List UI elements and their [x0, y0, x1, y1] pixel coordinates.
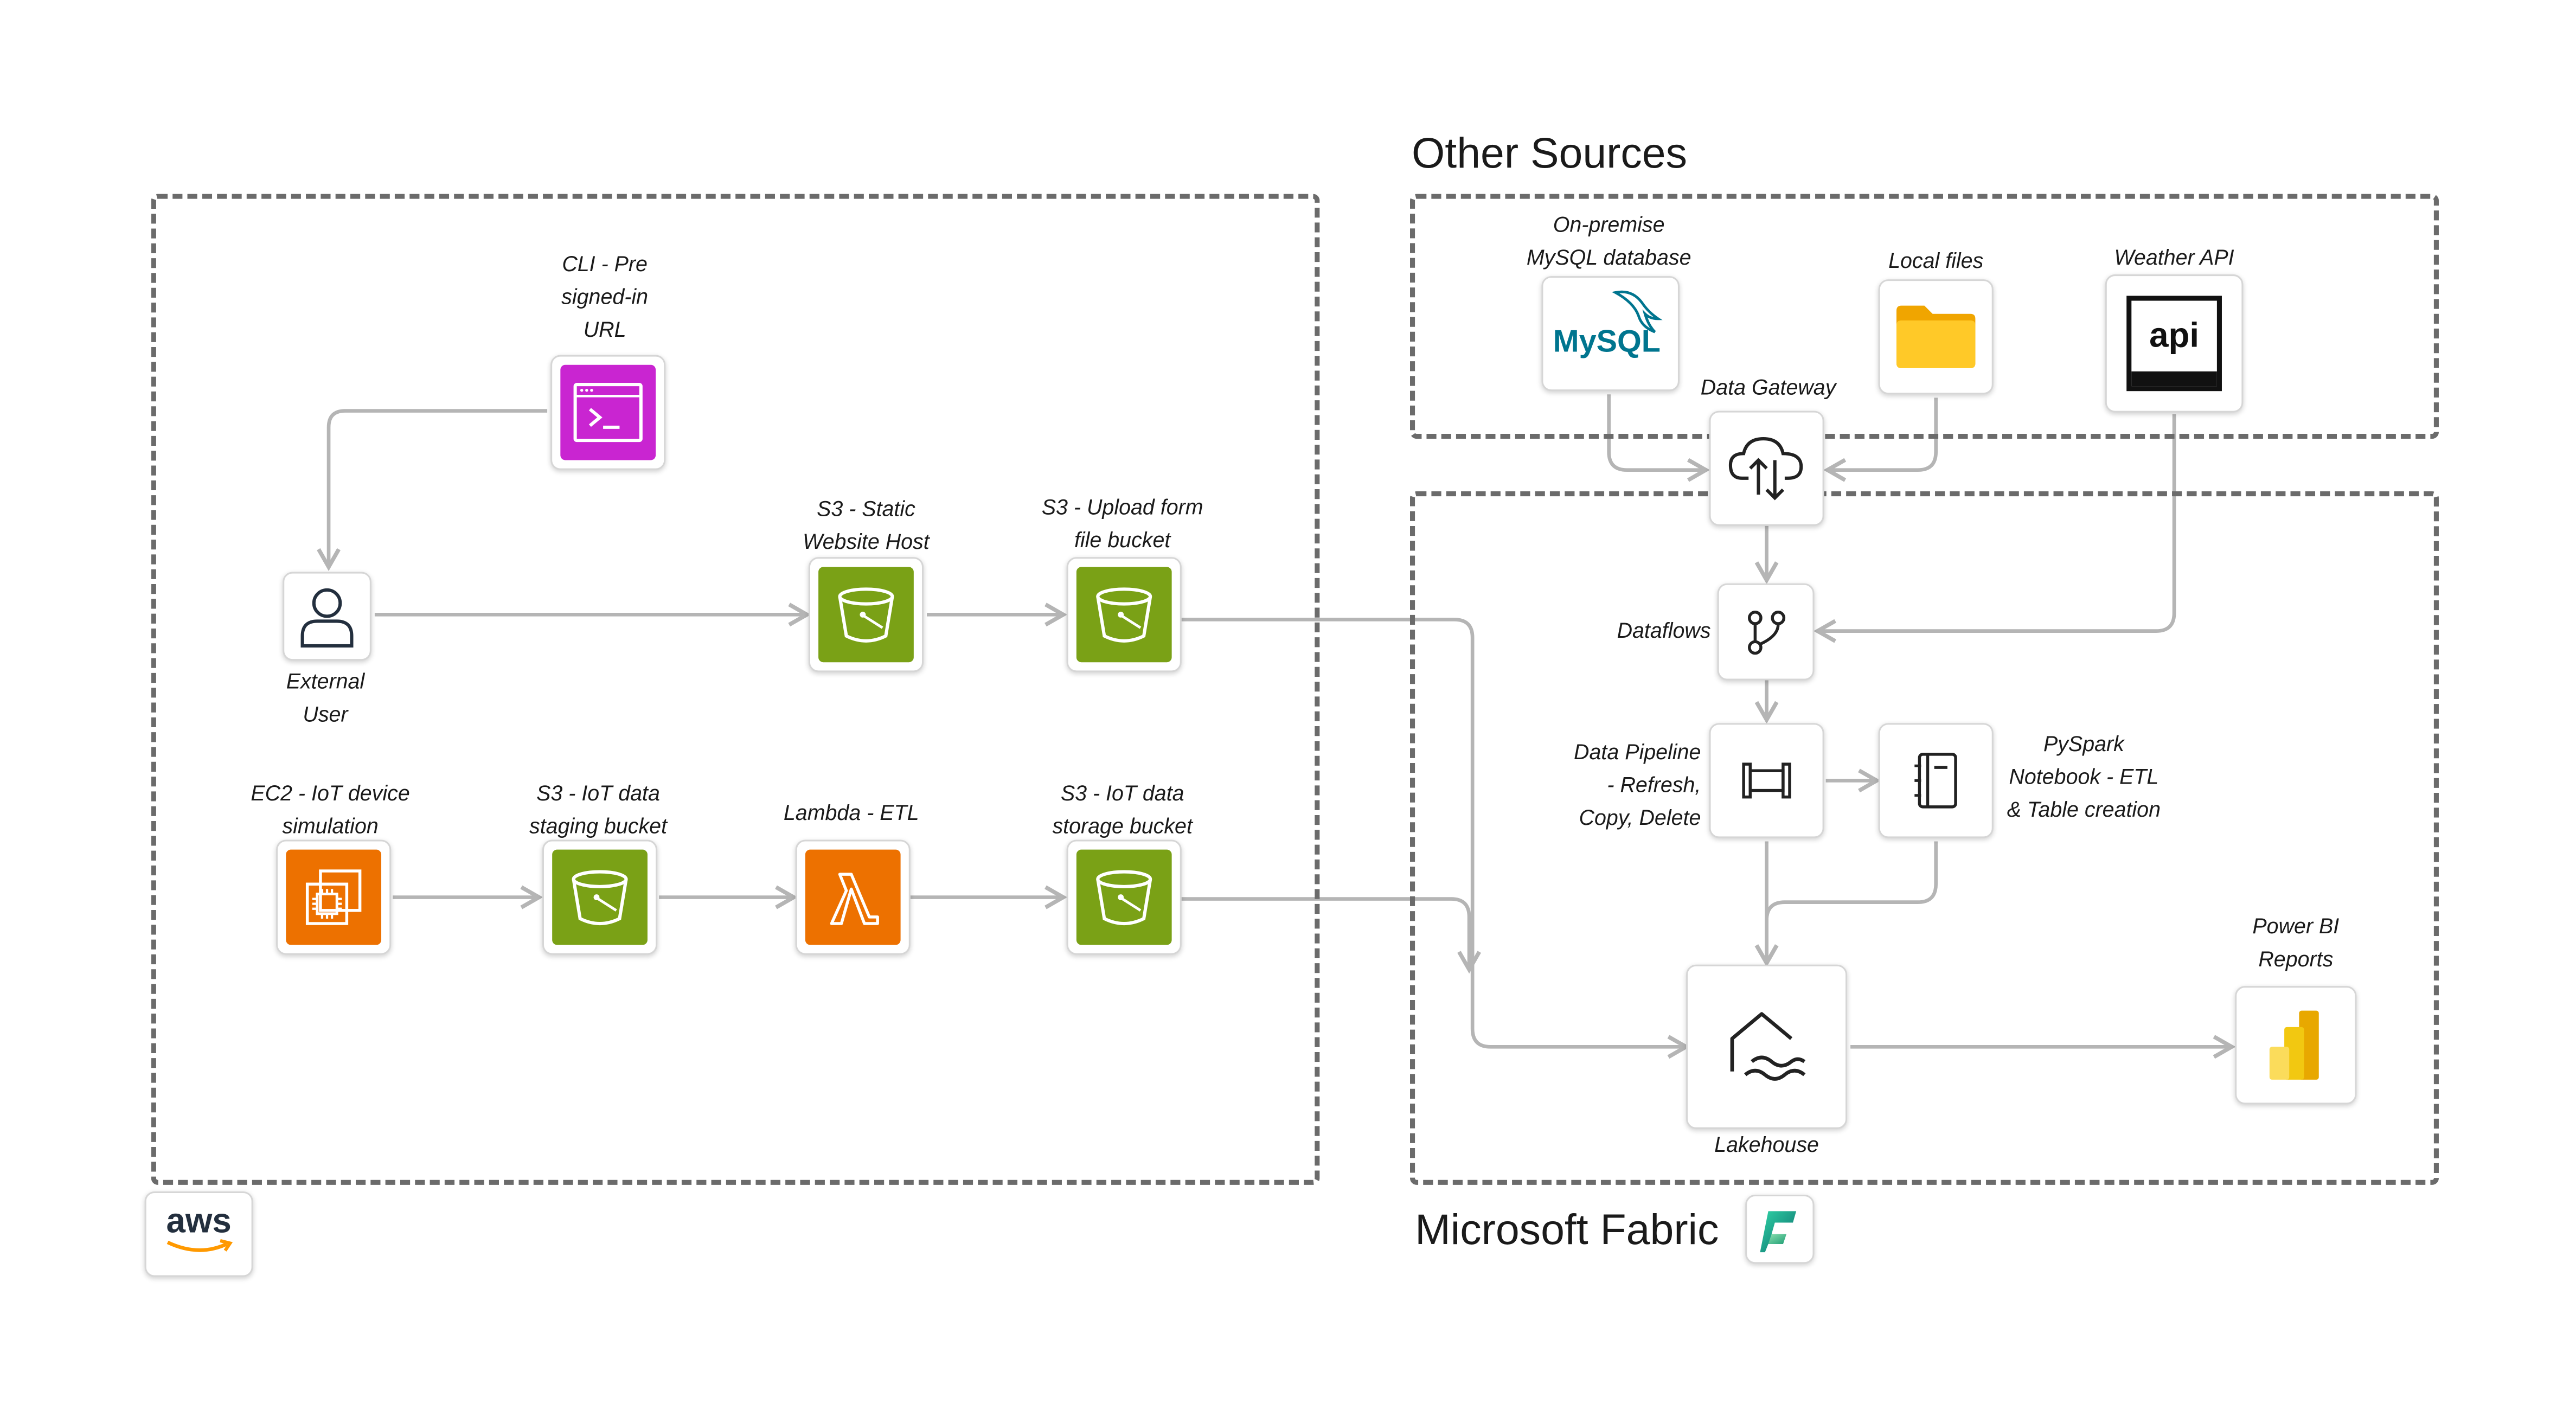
weather-api-node[interactable]: api — [2105, 274, 2244, 413]
folder-icon — [1896, 305, 1976, 368]
s3-static-tile — [818, 567, 914, 663]
edge-mysql-to-gateway — [1607, 394, 1710, 482]
fabric-logo — [1745, 1195, 1815, 1264]
dataflows-node[interactable] — [1717, 583, 1815, 681]
mysql-logo: MySQL — [1550, 290, 1671, 375]
mysql-node[interactable]: MySQL — [1541, 276, 1680, 392]
microsoft-fabric-title: Microsoft Fabric — [1415, 1204, 1719, 1254]
local-files-node[interactable] — [1878, 279, 1994, 395]
data-gateway-node[interactable] — [1709, 411, 1824, 526]
api-logo-bar — [2131, 371, 2217, 387]
branch-flow-icon — [1747, 610, 1785, 654]
other-sources-title: Other Sources — [1412, 128, 1688, 178]
pyspark-node[interactable] — [1878, 723, 1994, 838]
data-gateway-label: Data Gateway — [1700, 374, 1836, 400]
cli-node[interactable] — [550, 355, 666, 470]
lambda-tile — [805, 849, 901, 945]
s3-storage-label: S3 - IoT data storage bucket — [1052, 780, 1193, 838]
bucket-icon — [572, 870, 628, 925]
bucket-icon — [838, 587, 894, 643]
edge-pyspark-to-lakehouse — [1754, 841, 1938, 967]
s3-upload-label: S3 - Upload form file bucket — [1041, 495, 1203, 553]
s3-staging-node[interactable] — [542, 839, 658, 955]
external-user-node[interactable] — [283, 572, 371, 661]
aws-smile-icon — [166, 1239, 233, 1252]
edge-s3-storage-to-lakehouse — [1180, 897, 1481, 974]
other-sources-group — [1409, 194, 2439, 439]
mysql-label: On-premise MySQL database — [1526, 211, 1691, 270]
bucket-icon — [1096, 587, 1152, 643]
dolphin-icon — [1611, 290, 1663, 334]
api-logo-text: api — [2149, 317, 2200, 355]
local-files-label: Local files — [1888, 248, 1984, 273]
ec2-chip-icon — [305, 869, 362, 925]
s3-staging-tile — [552, 849, 648, 945]
lakehouse-node[interactable] — [1686, 964, 1848, 1129]
s3-upload-node[interactable] — [1066, 557, 1182, 672]
data-pipeline-label: Data Pipeline - Refresh, Copy, Delete — [1574, 739, 1701, 830]
mysql-logo-text: MySQL — [1553, 325, 1661, 360]
cli-label: CLI - Pre signed-in URL — [561, 251, 649, 342]
power-bi-icon — [2269, 1010, 2319, 1080]
aws-logo: aws — [144, 1191, 253, 1277]
lakehouse-icon — [1730, 1012, 1806, 1081]
s3-storage-node[interactable] — [1066, 839, 1182, 955]
lambda-node[interactable] — [795, 839, 911, 955]
cloud-upload-download-icon — [1728, 437, 1803, 501]
ec2-node[interactable] — [276, 839, 392, 955]
notebook-icon — [1914, 753, 1957, 809]
api-logo: api — [2126, 296, 2222, 392]
lambda-icon — [830, 873, 879, 925]
lakehouse-label: Lakehouse — [1714, 1132, 1819, 1157]
power-bi-node[interactable] — [2235, 986, 2357, 1105]
s3-static-node[interactable] — [808, 557, 924, 672]
microsoft-fabric-group — [1409, 491, 2439, 1185]
edge-cli-to-user — [317, 409, 548, 571]
cli-tile — [560, 364, 656, 460]
edge-weather-to-dataflows — [1813, 414, 2176, 643]
pyspark-label: PySpark Notebook - ETL & Table creation — [2007, 731, 2161, 822]
fabric-icon — [1760, 1211, 1797, 1253]
s3-upload-tile — [1076, 567, 1172, 663]
edge-localfiles-to-gateway — [1823, 398, 1938, 482]
pipeline-icon — [1742, 762, 1791, 799]
weather-api-label: Weather API — [2114, 245, 2234, 270]
ec2-tile — [286, 849, 382, 945]
terminal-icon — [573, 383, 643, 443]
dataflows-label: Dataflows — [1617, 618, 1711, 643]
aws-cloud-group — [151, 194, 1320, 1185]
bucket-icon — [1096, 870, 1152, 925]
data-pipeline-node[interactable] — [1709, 723, 1824, 838]
s3-staging-label: S3 - IoT data staging bucket — [529, 780, 668, 838]
aws-logo-text: aws — [166, 1203, 232, 1241]
user-icon — [300, 588, 354, 648]
external-user-label: External User — [286, 669, 365, 727]
power-bi-label: Power BI Reports — [2252, 913, 2340, 971]
ec2-label: EC2 - IoT device simulation — [251, 780, 410, 838]
s3-static-label: S3 - Static Website Host — [803, 496, 930, 554]
s3-storage-tile — [1076, 849, 1172, 945]
lambda-label: Lambda - ETL — [783, 800, 919, 825]
edge-s3-upload-to-lakehouse — [1180, 618, 1690, 1059]
